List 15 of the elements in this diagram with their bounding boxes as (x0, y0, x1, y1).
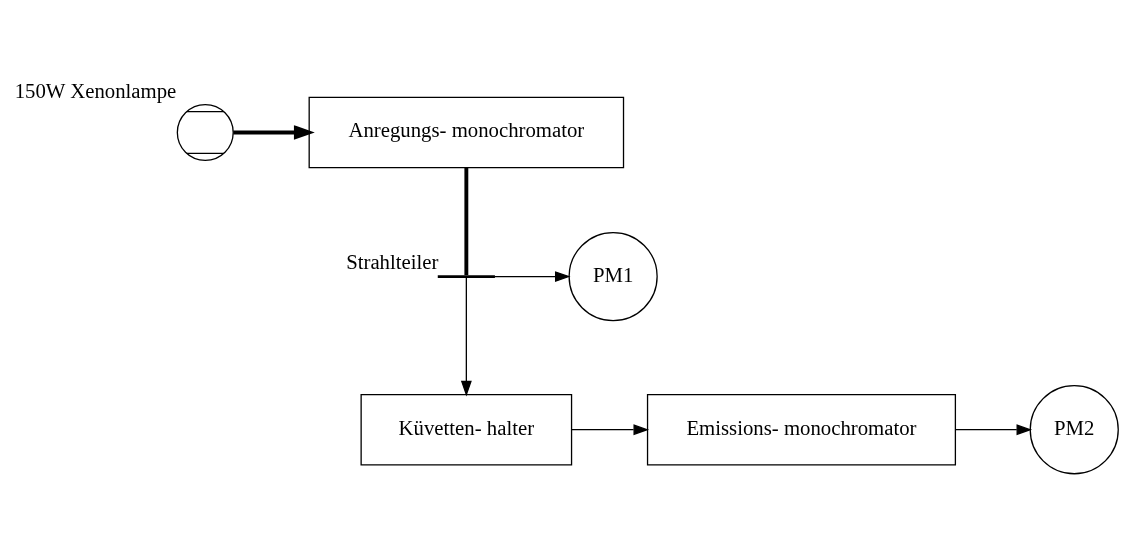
arrow (571, 423, 650, 435)
node-circle (176, 103, 234, 161)
node-label: 150W Xenonlampe (14, 78, 177, 102)
connector (464, 167, 469, 275)
node-box: Anregungs- monochromator (308, 96, 625, 168)
arrow (954, 423, 1033, 435)
arrow (233, 124, 315, 140)
node-box: Emissions- monochromator (646, 393, 957, 465)
node-circle: PM2 (1029, 384, 1119, 474)
node-circle: PM1 (568, 231, 658, 321)
node-line (437, 274, 495, 278)
arrow (493, 270, 571, 282)
arrow (460, 276, 472, 396)
node-box: Küvetten- halter (360, 393, 573, 465)
node-label: Strahlteiler (346, 249, 439, 273)
